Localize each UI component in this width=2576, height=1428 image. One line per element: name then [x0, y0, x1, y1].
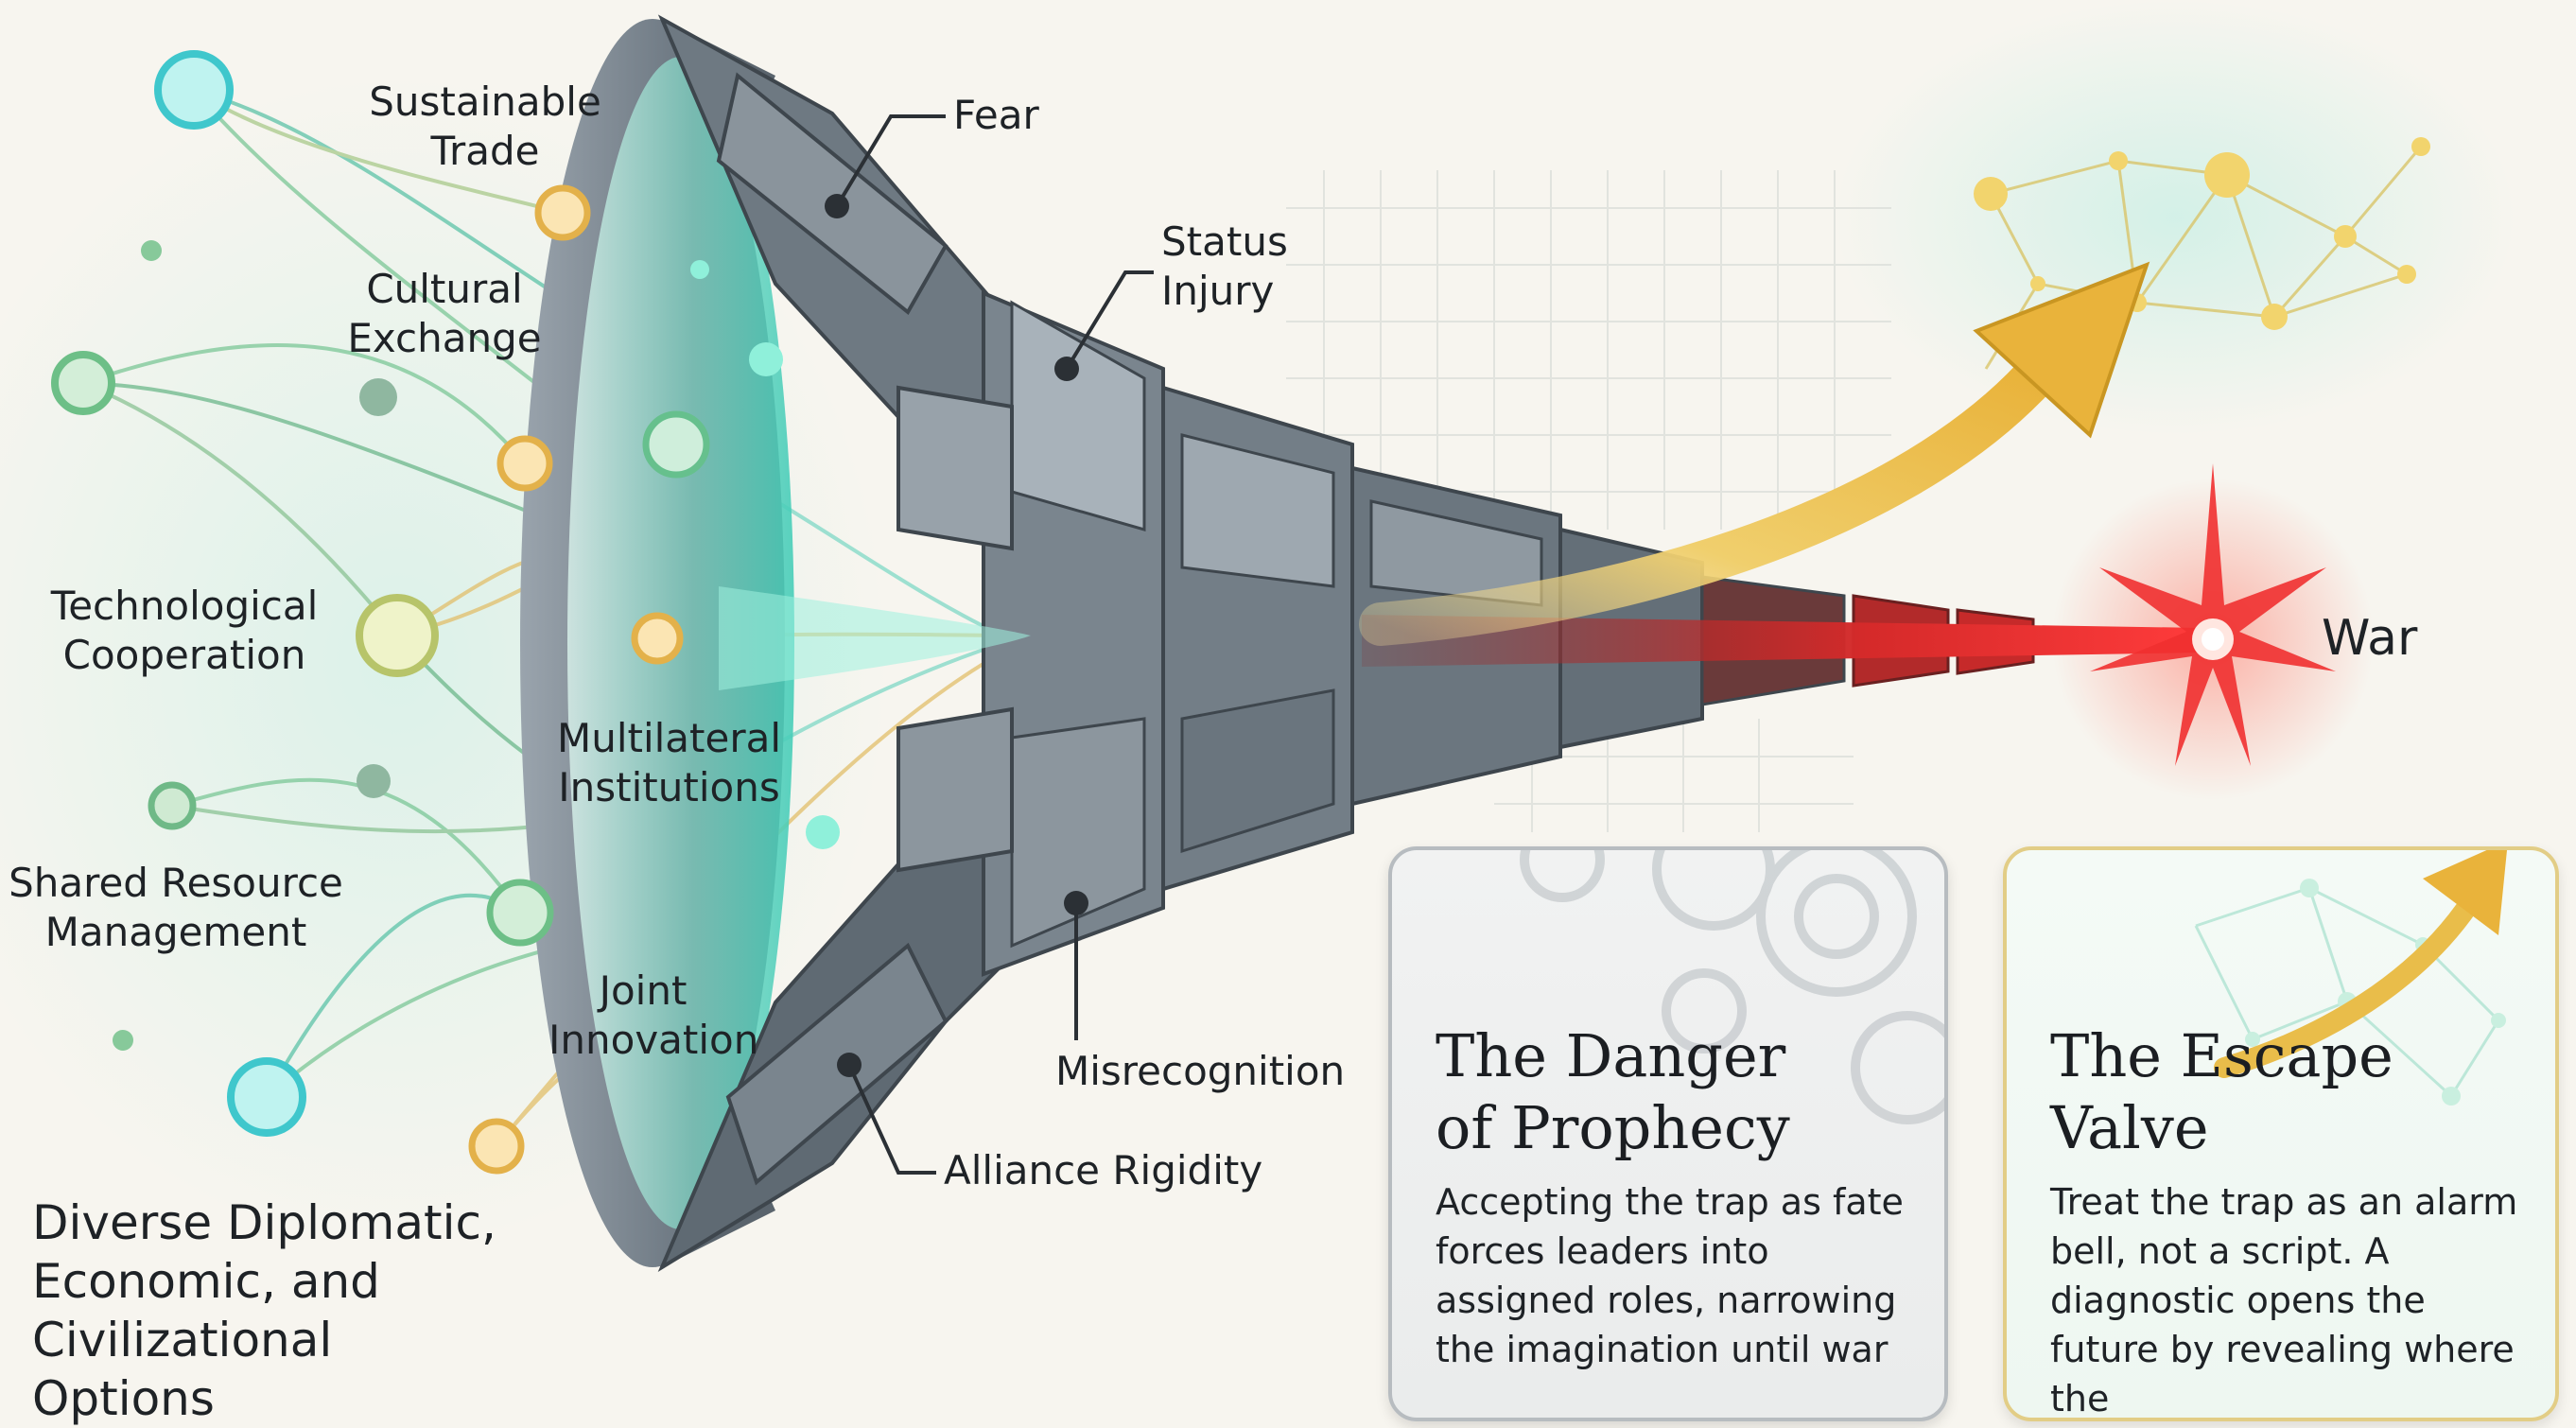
network-node — [2411, 137, 2430, 156]
option-node — [158, 54, 230, 126]
option-label-multilateral-institutions: Multilateral Institutions — [539, 714, 799, 812]
option-label-shared-resource-management: Shared Resource Management — [0, 859, 352, 957]
escape-card-title: The Escape Valve — [2050, 1020, 2447, 1164]
option-node — [749, 342, 783, 376]
callout-dot — [825, 194, 849, 218]
pressure-label-alliance-rigidity: Alliance Rigidity — [944, 1147, 1262, 1194]
option-node — [357, 764, 391, 798]
callout-dot — [837, 1053, 862, 1077]
option-node — [646, 414, 706, 475]
option-node — [113, 1030, 133, 1051]
option-node — [500, 439, 549, 488]
option-node — [490, 882, 550, 943]
network-node — [2109, 151, 2128, 170]
option-label-technological-cooperation: Technological Cooperation — [28, 582, 340, 680]
option-node — [55, 355, 112, 411]
option-node — [231, 1061, 303, 1133]
callout-dot — [1054, 357, 1079, 381]
escape-valve-card: The Escape Valve Treat the trap as an al… — [2003, 846, 2559, 1421]
option-label-sustainable-trade: Sustainable Trade — [367, 78, 603, 176]
escape-card-body: Treat the trap as an alarm bell, not a s… — [2050, 1177, 2532, 1421]
pressure-label-status-injury: Status Injury — [1161, 218, 1332, 316]
network-node — [1974, 177, 2008, 211]
option-node — [806, 815, 840, 849]
options-heading: Diverse Diplomatic, Economic, and Civili… — [32, 1193, 524, 1428]
network-node — [2030, 276, 2045, 291]
option-node — [359, 598, 435, 673]
option-node — [538, 188, 587, 237]
option-node — [690, 260, 709, 279]
network-node — [2397, 265, 2416, 284]
pressure-label-misrecognition: Misrecognition — [1055, 1048, 1345, 1095]
option-node — [635, 616, 680, 661]
danger-card-title: The Danger of Prophecy — [1436, 1020, 1842, 1164]
option-node — [141, 240, 162, 261]
network-node — [2261, 304, 2288, 330]
callout-dot — [1064, 891, 1088, 915]
option-node — [151, 785, 193, 827]
pressure-label-fear: Fear — [953, 92, 1039, 139]
option-label-cultural-exchange: Cultural Exchange — [340, 265, 548, 363]
option-node — [472, 1122, 521, 1171]
network-node — [2204, 152, 2250, 198]
network-node — [2334, 225, 2357, 248]
option-label-joint-innovation: Joint Innovation — [548, 967, 738, 1065]
danger-card-body: Accepting the trap as fate forces leader… — [1436, 1177, 1927, 1374]
danger-of-prophecy-card: The Danger of Prophecy Accepting the tra… — [1388, 846, 1948, 1421]
option-node — [359, 378, 397, 416]
outcome-label-war: War — [2322, 610, 2417, 667]
top-right-glow — [1835, 0, 2515, 435]
